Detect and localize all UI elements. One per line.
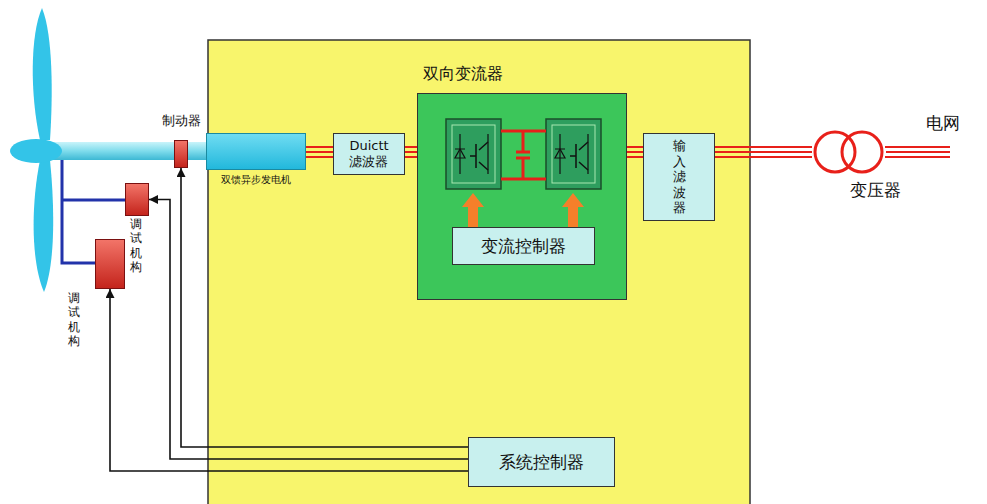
node-text: Duictt 滤波器 [349, 138, 388, 169]
bus-conductor [715, 146, 812, 148]
igbt-illustration [418, 94, 628, 301]
bus-conductor [627, 151, 643, 153]
grid-lines [885, 147, 950, 157]
transformer-symbol: 变压器 [812, 128, 927, 206]
power-bus [405, 147, 417, 157]
node-text: 系统控制器 [499, 452, 584, 472]
node-text: 变流控制器 [481, 236, 566, 256]
power-bus [306, 147, 333, 157]
blade [33, 8, 52, 140]
text-holder: 调试 机构 [68, 291, 80, 349]
converter-box: 双向变流器变流控制器 [417, 60, 629, 302]
power-bus [715, 147, 812, 157]
text-holder: 双馈异步发电机 [206, 174, 306, 186]
filter-box: Duictt 滤波器 [333, 133, 405, 175]
brake-block: 制动器 [150, 113, 212, 169]
bus-conductor [715, 151, 812, 153]
bus-conductor [306, 156, 333, 158]
bus-conductor [405, 156, 417, 158]
adjust-mechanism: 调试 机构 [66, 238, 128, 330]
bus-conductor [715, 156, 812, 158]
generator-block-outline [206, 133, 306, 170]
blade [34, 160, 54, 292]
node-text: 制动器 [150, 113, 212, 129]
text-holder: 制动器 [150, 113, 212, 129]
hub [10, 139, 62, 163]
signal-wire [110, 289, 468, 471]
grid-label: 电网 [926, 112, 960, 135]
transformer-coils [812, 128, 886, 176]
brake-block-outline [174, 140, 188, 168]
transformer-symbol-outline [812, 128, 886, 176]
adjust-mechanism-outline [125, 183, 149, 216]
bus-conductor [405, 151, 417, 153]
converter-box-outline [417, 93, 627, 300]
control-line [110, 289, 468, 471]
bus-conductor [627, 156, 643, 158]
text-holder: 调试 机构 [130, 217, 142, 275]
bus-conductor [306, 151, 333, 153]
bus-conductor [405, 146, 417, 148]
generator-block: 双馈异步发电机 [206, 133, 308, 191]
text-holder: 双向变流器 [423, 64, 503, 83]
controller-box: 系统控制器 [468, 437, 615, 487]
adjust-mechanism: 调试 机构 [122, 182, 166, 250]
node-text: 输入 滤波器 [673, 138, 686, 216]
node-text: 变压器 [850, 180, 901, 200]
bus-conductor [627, 146, 643, 148]
bus-conductor [306, 146, 333, 148]
adjust-mechanism-outline [95, 239, 125, 289]
filter-box: 输入 滤波器 [643, 133, 715, 221]
node-text: 双馈异步发电机 [206, 174, 306, 186]
text-holder: 变压器 [850, 180, 901, 200]
converter-housing [208, 40, 750, 504]
node-text: 调试 机构 [68, 291, 80, 349]
node-text: 调试 机构 [130, 217, 142, 275]
controller-box: 变流控制器 [452, 227, 595, 265]
node-text: 双向变流器 [423, 64, 503, 83]
power-bus [627, 147, 643, 157]
